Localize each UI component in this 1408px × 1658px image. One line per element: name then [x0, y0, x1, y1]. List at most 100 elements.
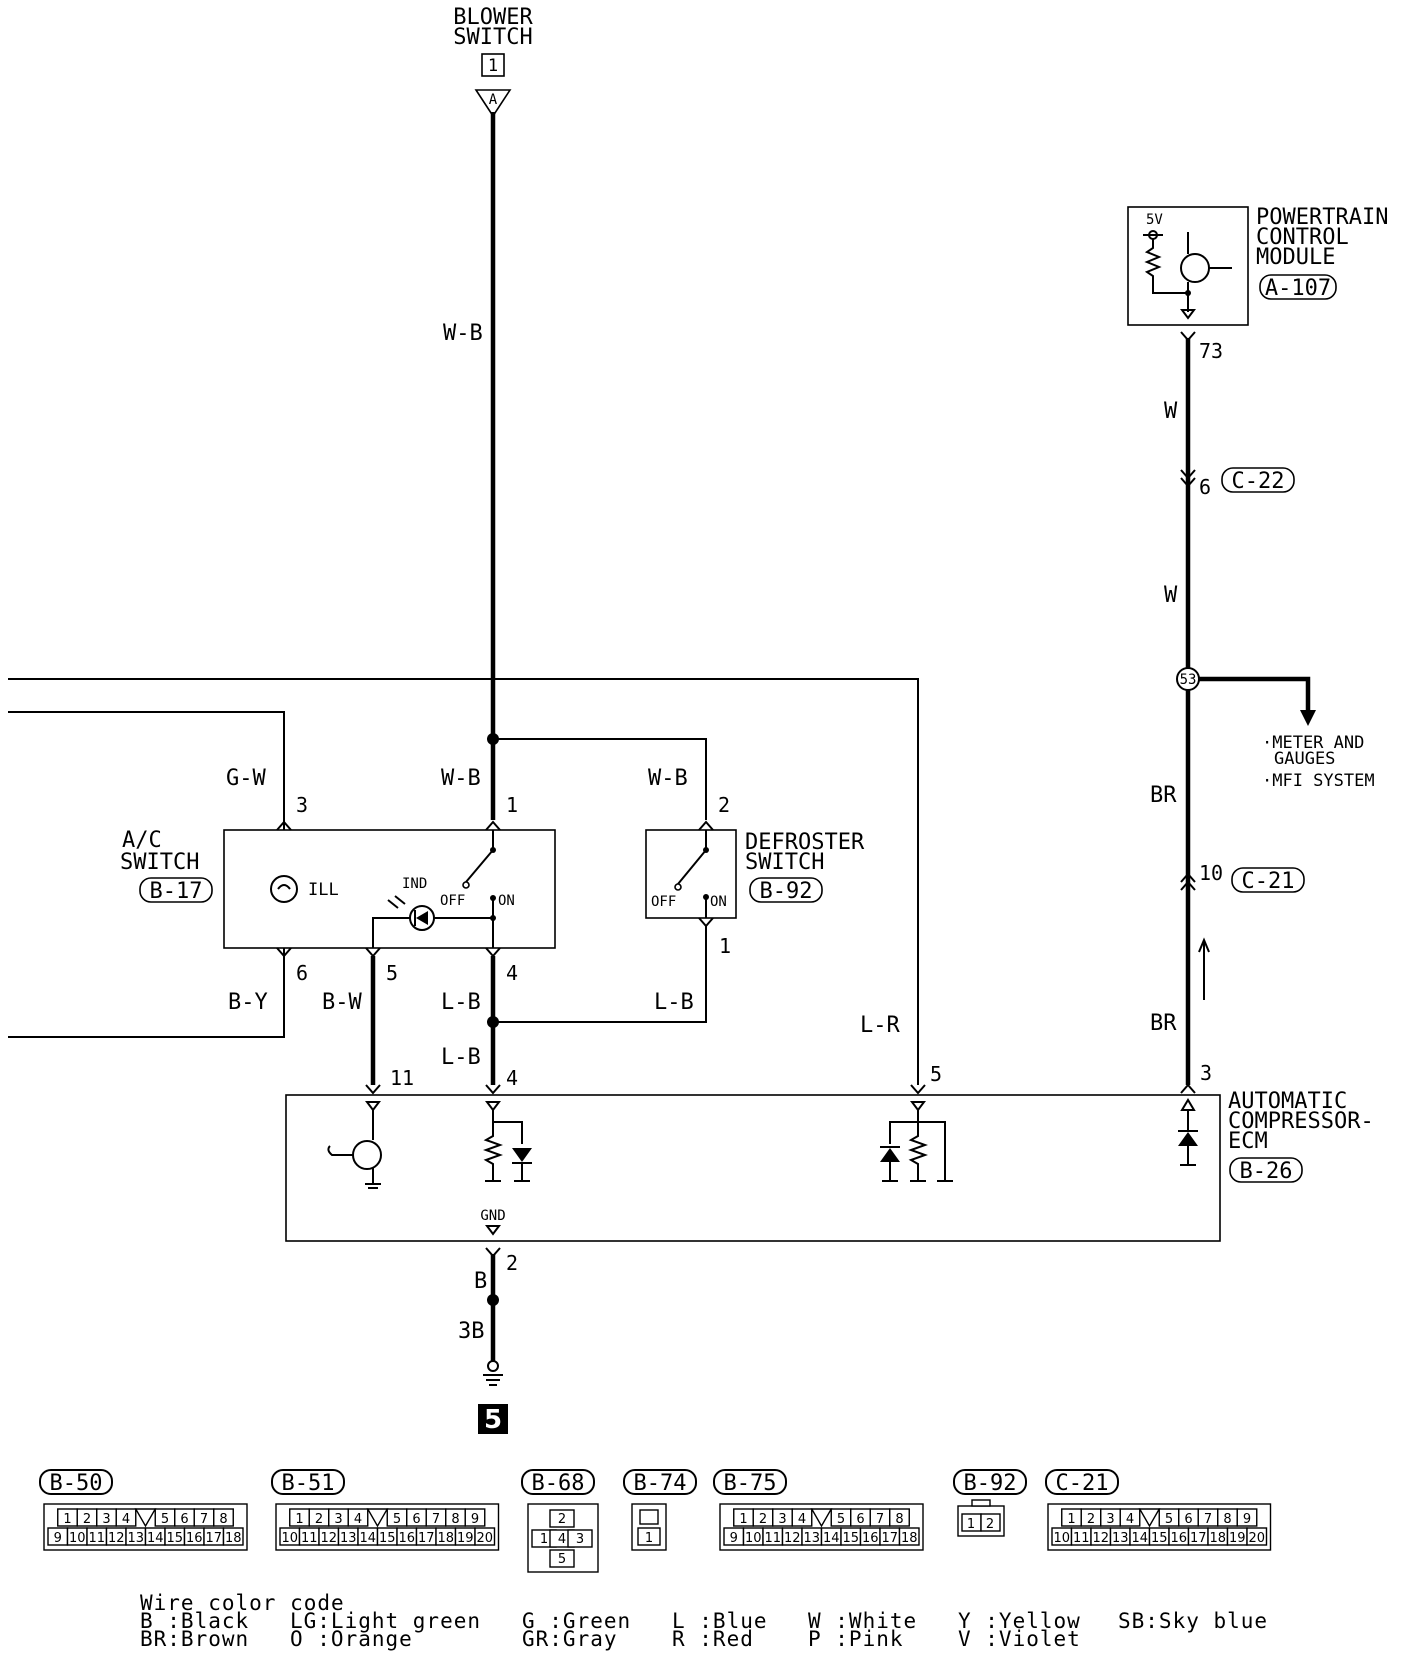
- svg-text:12: 12: [320, 1531, 337, 1546]
- ecm-in-4-tri: [485, 1101, 501, 1112]
- svg-text:6: 6: [1184, 1512, 1192, 1527]
- def-pin-2-marker: [698, 820, 714, 831]
- svg-text:13: 13: [803, 1531, 820, 1546]
- svg-text:14: 14: [823, 1531, 840, 1546]
- ecm-resistor-4: [483, 1122, 503, 1180]
- connector-b51: B-51: [271, 1469, 345, 1496]
- svg-text:10: 10: [745, 1531, 762, 1546]
- def-switch-off-contact: [674, 883, 682, 891]
- svg-text:9: 9: [730, 1531, 738, 1546]
- svg-text:14: 14: [147, 1531, 164, 1546]
- blower-switch-label-1: BLOWER: [453, 5, 533, 30]
- pin-ac-5: 5: [386, 961, 398, 985]
- pcm-ref-box: [1259, 274, 1337, 300]
- wire-label-wb-def: W-B: [648, 766, 688, 791]
- svg-text:3: 3: [334, 1512, 342, 1527]
- ac-switch-blade: [465, 849, 494, 883]
- svg-text:8: 8: [895, 1512, 903, 1527]
- svg-text:1: 1: [645, 1531, 653, 1546]
- ecm-in-11-tri: [365, 1101, 381, 1112]
- splice-53-label: 53: [1180, 672, 1197, 688]
- connector-b75: B-75: [713, 1469, 787, 1496]
- pin-def-2: 2: [718, 793, 730, 817]
- pcm: 5V POWERTRAIN CONTROL MODULE A-107: [1127, 205, 1388, 326]
- svg-text:1: 1: [739, 1512, 747, 1527]
- connector-b68-label: B-68: [532, 1471, 585, 1496]
- ecm-label-2: COMPRESSOR-: [1228, 1109, 1374, 1134]
- c22-marker: [1180, 469, 1196, 488]
- svg-text:14: 14: [1131, 1531, 1148, 1546]
- svg-text:17: 17: [1190, 1531, 1207, 1546]
- svg-text:4: 4: [122, 1512, 130, 1527]
- ecm-resistor-5: [908, 1122, 928, 1180]
- svg-text:6: 6: [412, 1512, 420, 1527]
- ac-switch-body: [223, 829, 556, 949]
- destination-line-2: GAUGES: [1274, 749, 1335, 769]
- svg-text:19: 19: [457, 1531, 474, 1546]
- connector-b75-label: B-75: [724, 1471, 777, 1496]
- connector-b50-label: B-50: [50, 1471, 103, 1496]
- svg-text:9: 9: [471, 1512, 479, 1527]
- svg-text:4: 4: [1126, 1512, 1134, 1527]
- c22-ref-box: [1221, 467, 1295, 493]
- wire-label-lb-def: L-B: [654, 990, 694, 1015]
- defroster-switch-label-1: DEFROSTER: [745, 830, 865, 855]
- svg-text:16: 16: [398, 1531, 415, 1546]
- svg-text:14: 14: [359, 1531, 376, 1546]
- svg-text:4: 4: [798, 1512, 806, 1527]
- wire-label-lb-ac: L-B: [441, 990, 481, 1015]
- svg-text:18: 18: [1209, 1531, 1226, 1546]
- ecm-out-3-tri: [1180, 1098, 1196, 1111]
- connector-b92: B-92: [953, 1469, 1027, 1496]
- defroster-switch: OFF ON DEFROSTER SWITCH B-92: [645, 820, 865, 928]
- pin-pcm-73: 73: [1199, 339, 1223, 363]
- svg-text:4: 4: [354, 1512, 362, 1527]
- pin-ac-6: 6: [296, 961, 308, 985]
- svg-text:1: 1: [63, 1512, 71, 1527]
- connector-b50: B-50: [39, 1469, 113, 1496]
- legend-r: R :Red: [672, 1627, 754, 1651]
- legend-y: Y :Yellow: [958, 1609, 1081, 1633]
- blower-switch: BLOWER SWITCH 1 A: [453, 5, 533, 118]
- destination-line-1: ·METER AND: [1262, 733, 1364, 753]
- svg-text:6: 6: [856, 1512, 864, 1527]
- ecm-gnd-label: GND: [480, 1208, 505, 1224]
- wire-color-legend: Wire color code B :Black BR:Brown LG:Lig…: [140, 1591, 1267, 1651]
- legend-p: P :Pink: [808, 1627, 904, 1651]
- svg-text:5: 5: [558, 1552, 566, 1567]
- ecm-ref: B-26: [1240, 1159, 1293, 1184]
- meter-arrow-icon: [1300, 710, 1316, 726]
- ecm-diode-4: [512, 1148, 532, 1162]
- legend-l: L :Blue: [672, 1609, 768, 1633]
- wire-label-br-bot: BR: [1150, 1011, 1177, 1036]
- legend-w: W :White: [808, 1609, 917, 1633]
- wire-label-wb-ac: W-B: [441, 766, 481, 791]
- wire-label-lb-ecm: L-B: [441, 1045, 481, 1070]
- legend-g: G :Green: [522, 1609, 631, 1633]
- junction-dot-gnd: [487, 1294, 499, 1306]
- connector-b51-label: B-51: [282, 1471, 335, 1496]
- defroster-switch-ref-box: [749, 877, 823, 903]
- signal-direction-arrow-icon: [1198, 937, 1210, 1000]
- connector-b74: B-74: [623, 1469, 697, 1496]
- ac-switch-label-2: SWITCH: [120, 850, 199, 875]
- connector-c21: C-21: [1045, 1469, 1119, 1496]
- ac-switch-ref: B-17: [150, 879, 203, 904]
- svg-text:17: 17: [418, 1531, 435, 1546]
- svg-text:16: 16: [186, 1531, 203, 1546]
- connector-b74-label: B-74: [634, 1471, 687, 1496]
- svg-text:18: 18: [225, 1531, 242, 1546]
- legend-v: V :Violet: [958, 1627, 1081, 1651]
- legend-gr: GR:Gray: [522, 1627, 618, 1651]
- c21-ref-box: [1231, 867, 1305, 893]
- connector-c21-label: C-21: [1056, 1471, 1109, 1496]
- pin-ac-3: 3: [296, 793, 308, 817]
- pcm-voltage: 5V: [1146, 212, 1163, 228]
- svg-text:7: 7: [876, 1512, 884, 1527]
- ac-pin-1-marker: [485, 820, 501, 831]
- pcm-transistor-icon: [1180, 253, 1210, 283]
- c21-ref: C-21: [1242, 869, 1295, 894]
